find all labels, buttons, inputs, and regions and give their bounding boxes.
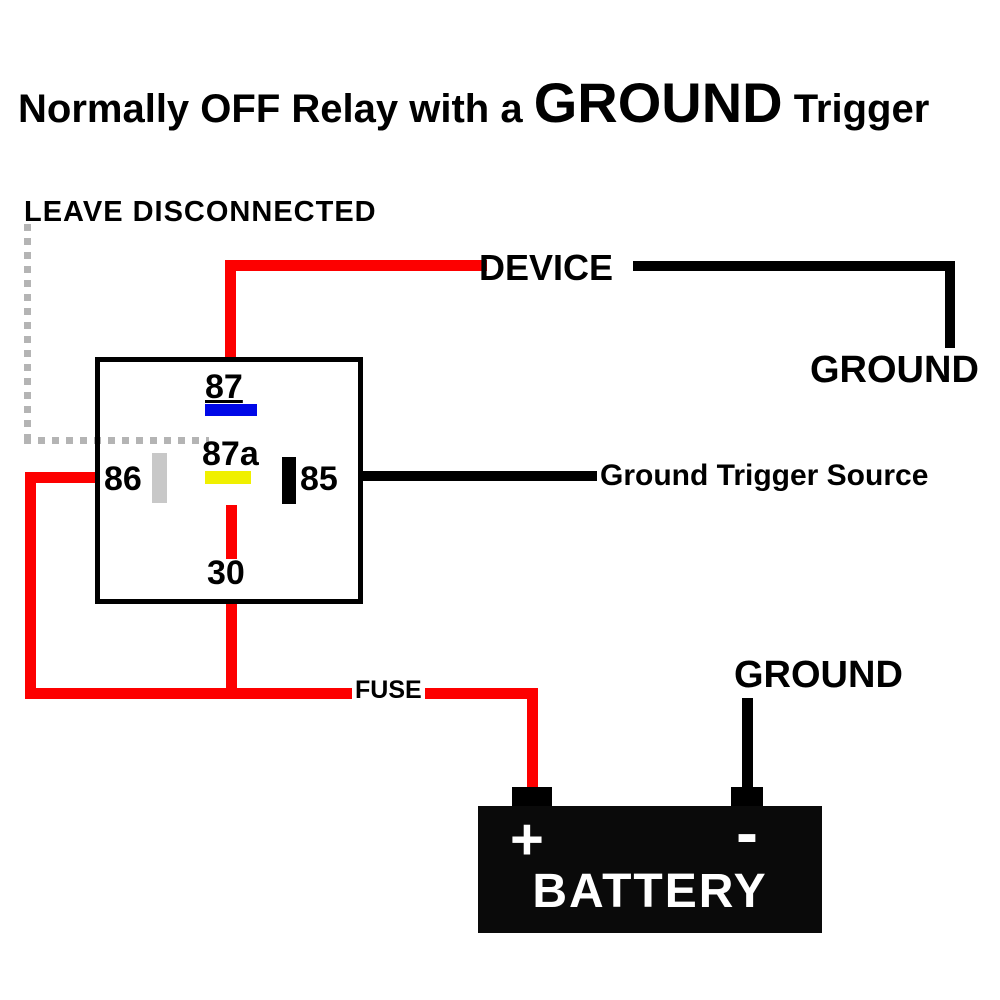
- wire-red-pin30-vertical: [226, 602, 237, 694]
- leave-disconnected-label: LEAVE DISCONNECTED: [24, 196, 377, 228]
- wire-black-trigger-horizontal: [360, 471, 597, 481]
- battery-terminal-positive: [512, 787, 552, 809]
- wire-red-device-vertical: [225, 260, 236, 362]
- relay-pin-85-label: 85: [300, 460, 338, 498]
- relay-pin-87-label: 87: [205, 368, 243, 406]
- wire-red-left-vertical: [25, 472, 36, 699]
- dotted-wire-horizontal: [24, 437, 209, 444]
- ground-battery-label: GROUND: [734, 654, 903, 696]
- relay-armature-red-stub: [226, 505, 237, 559]
- title-suffix: Trigger: [782, 87, 930, 131]
- relay-contact-86-gray: [152, 453, 167, 503]
- relay-contact-87-blue: [205, 404, 257, 416]
- dotted-wire-vertical: [24, 224, 31, 446]
- wire-red-battery-vertical: [527, 688, 538, 794]
- wire-black-battery-ground-vertical: [742, 698, 753, 792]
- wire-red-pin86-horizontal: [25, 472, 100, 483]
- device-label: DEVICE: [479, 247, 614, 288]
- wire-black-ground-vertical: [945, 261, 955, 348]
- ground-top-right-label: GROUND: [810, 349, 979, 391]
- ground-trigger-source-label: Ground Trigger Source: [600, 459, 929, 492]
- relay-contact-87a-yellow: [205, 471, 251, 484]
- fuse-label: FUSE: [352, 676, 425, 705]
- wire-red-device-horizontal: [225, 260, 487, 271]
- battery-plus-sign: +: [510, 807, 544, 872]
- relay-pin-30-label: 30: [207, 554, 245, 592]
- title-emphasis: GROUND: [533, 71, 783, 134]
- relay-pin-87a-label: 87a: [202, 435, 259, 473]
- diagram-title: Normally OFF Relay with a GROUND Trigger: [18, 70, 929, 135]
- relay-contact-85-black: [282, 457, 296, 504]
- title-prefix: Normally OFF Relay with a: [18, 87, 534, 131]
- relay-pin-86-label: 86: [104, 460, 142, 498]
- battery-label: BATTERY: [532, 865, 768, 918]
- battery: + - BATTERY: [478, 795, 822, 933]
- wire-black-device-horizontal: [633, 261, 955, 271]
- relay-box: 87 87a 86 85 30: [95, 357, 363, 604]
- battery-terminal-negative: [731, 787, 763, 809]
- wire-red-bottom-horizontal: [25, 688, 538, 699]
- battery-minus-sign: -: [736, 795, 758, 869]
